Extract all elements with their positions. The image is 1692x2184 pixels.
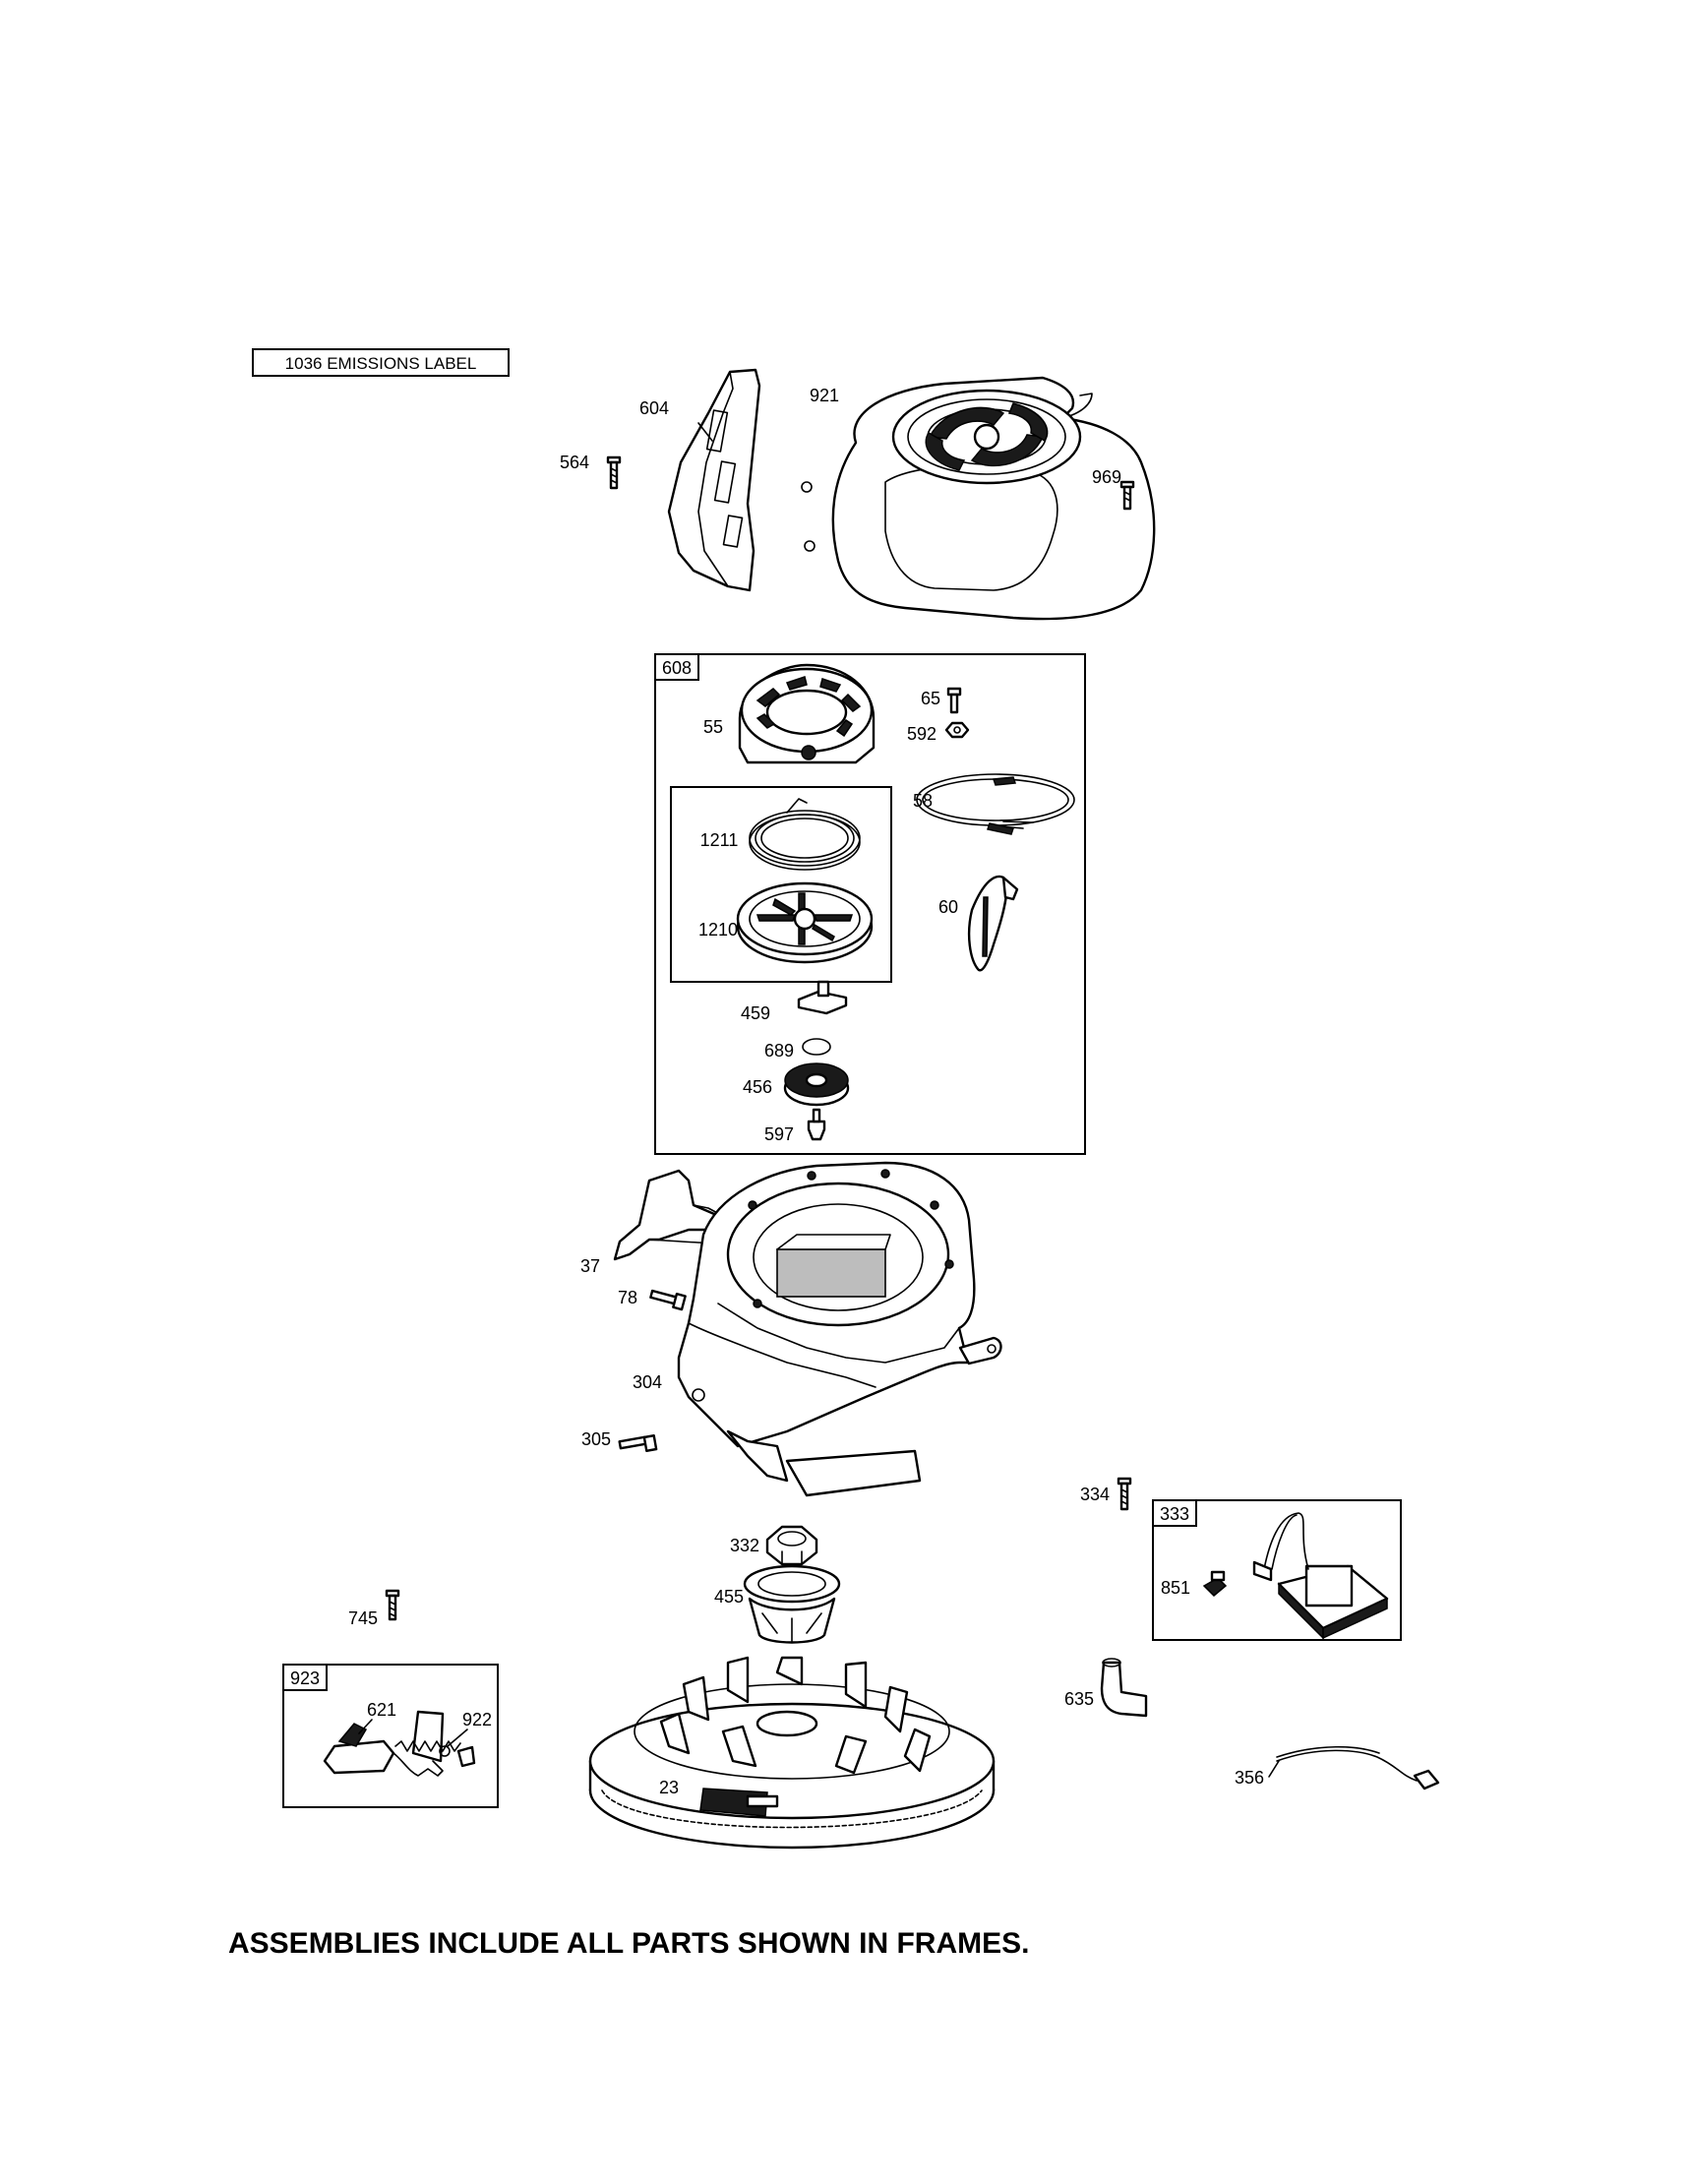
frame-333: 333	[1152, 1499, 1402, 1641]
part-597-screw	[807, 1108, 826, 1141]
part-333-armature	[1252, 1512, 1389, 1640]
frame-608: 608	[654, 653, 1086, 1155]
part-1210-pulley	[736, 881, 874, 964]
footer-note: ASSEMBLIES INCLUDE ALL PARTS SHOWN IN FR…	[228, 1927, 1029, 1960]
callout-459: 459	[741, 1003, 770, 1023]
leader-lines	[358, 1719, 1280, 1778]
callout-745: 745	[348, 1608, 378, 1628]
frame-608-inner	[670, 786, 892, 983]
part-921-blower-housing	[801, 376, 1156, 621]
callout-455: 455	[714, 1587, 744, 1607]
part-459-dog	[797, 980, 848, 1015]
callout-922: 922	[462, 1710, 492, 1729]
part-851-terminal	[1202, 1570, 1228, 1598]
emissions-label-box: 1036 EMISSIONS LABEL	[252, 348, 510, 377]
part-334-screw	[1117, 1477, 1132, 1511]
callout-592: 592	[907, 724, 937, 744]
callout-921: 921	[810, 386, 839, 405]
part-60-rope-handle	[967, 875, 1019, 972]
callout-851: 851	[1161, 1578, 1190, 1598]
callout-1210: 1210	[698, 920, 738, 940]
part-564-screw	[606, 455, 622, 490]
frame-608-label: 608	[662, 658, 692, 678]
part-78-screw	[649, 1289, 687, 1311]
callout-23: 23	[659, 1778, 679, 1797]
part-65-screw	[946, 687, 962, 714]
callout-55: 55	[703, 717, 723, 737]
frame-333-label: 333	[1160, 1504, 1189, 1524]
part-969-screw	[1119, 480, 1135, 511]
frame-923: 923	[282, 1664, 499, 1808]
part-604-shield	[667, 368, 761, 592]
callout-564: 564	[560, 453, 589, 472]
callout-37: 37	[580, 1256, 600, 1276]
part-592-nut	[944, 721, 970, 739]
callout-621: 621	[367, 1700, 396, 1720]
part-455-fan-cup	[743, 1564, 841, 1644]
callout-1211: 1211	[700, 830, 739, 850]
part-304-blower-housing	[677, 1161, 1002, 1497]
callout-969: 969	[1092, 467, 1121, 487]
callout-456: 456	[743, 1077, 772, 1097]
callout-58: 58	[913, 791, 933, 811]
part-23-flywheel	[588, 1656, 996, 1850]
part-305-screw	[618, 1434, 658, 1452]
callout-304: 304	[633, 1372, 662, 1392]
callout-labels: 604 921 564 969 55 65 592 58 1211 1210 6…	[348, 386, 1264, 1797]
part-1211-spring	[749, 798, 861, 871]
callout-635: 635	[1064, 1689, 1094, 1709]
part-923-governor	[323, 1710, 476, 1777]
callout-356: 356	[1235, 1768, 1264, 1788]
part-55-starter-housing	[738, 663, 876, 764]
callout-65: 65	[921, 689, 940, 708]
callout-78: 78	[618, 1288, 637, 1307]
callout-60: 60	[938, 897, 958, 917]
part-356-wire	[1276, 1745, 1440, 1790]
callout-597: 597	[764, 1124, 794, 1144]
part-58-rope	[916, 773, 1075, 835]
part-332-nut	[765, 1525, 818, 1566]
callout-332: 332	[730, 1536, 759, 1555]
emissions-label-text: 1036 EMISSIONS LABEL	[285, 354, 477, 373]
callout-334: 334	[1080, 1485, 1110, 1504]
part-745-screw	[385, 1589, 400, 1621]
callout-604: 604	[639, 398, 669, 418]
callout-689: 689	[764, 1041, 794, 1061]
callout-305: 305	[581, 1429, 611, 1449]
part-689-retainer	[802, 1038, 831, 1056]
part-456-ratchet	[783, 1062, 850, 1107]
frame-923-label: 923	[290, 1668, 320, 1688]
part-635-fitting	[1100, 1658, 1148, 1718]
